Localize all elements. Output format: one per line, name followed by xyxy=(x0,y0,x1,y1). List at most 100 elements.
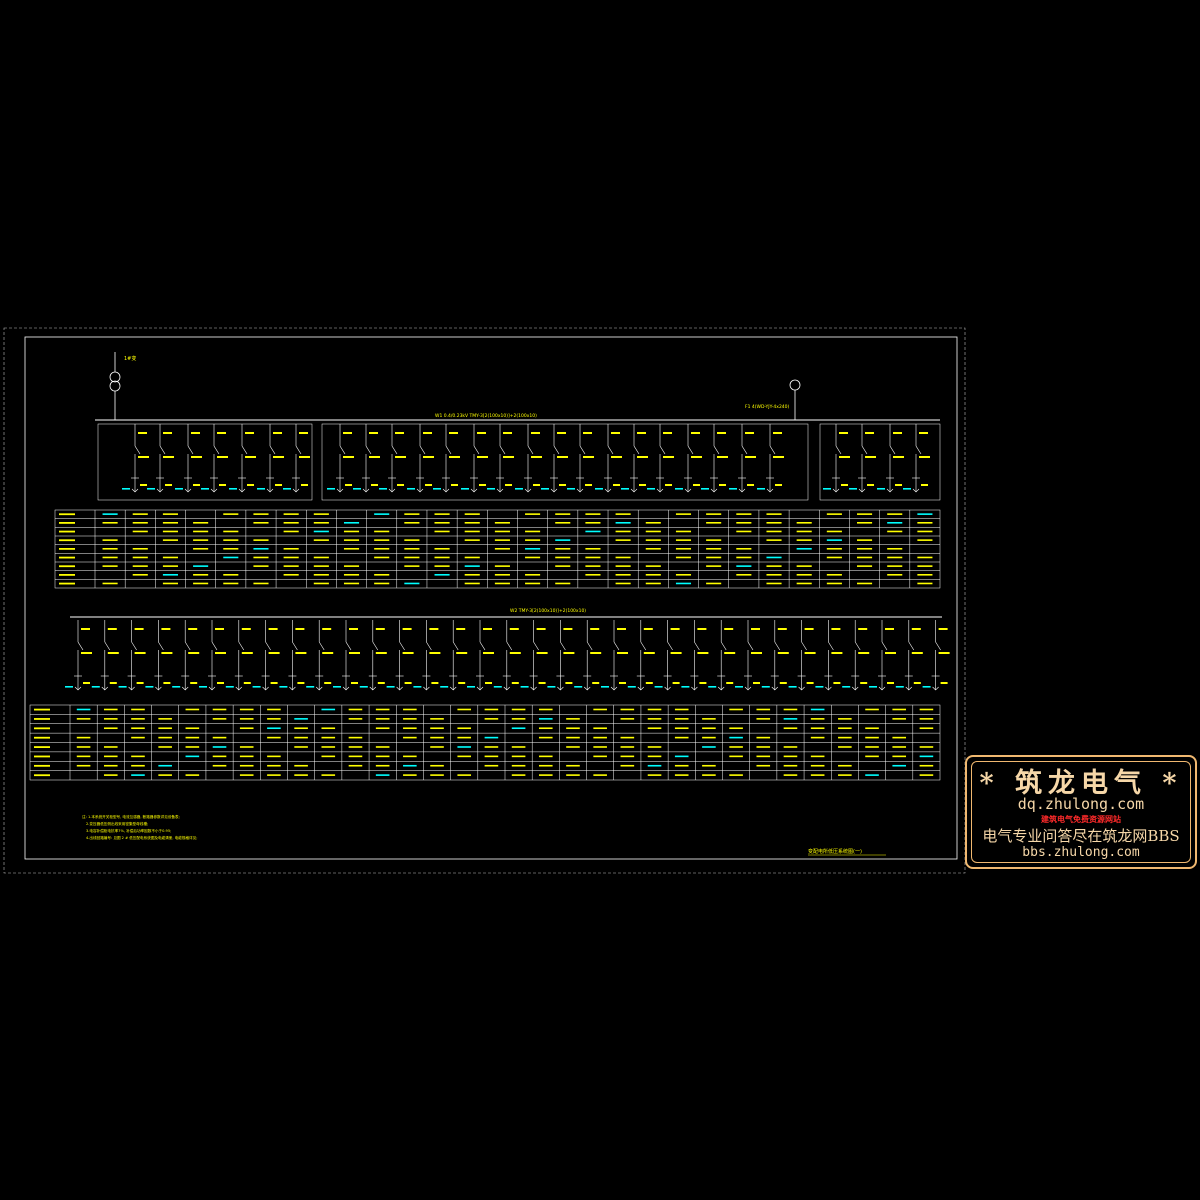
feeder-arrow xyxy=(604,488,612,493)
feeder-label-mark xyxy=(215,652,226,654)
lower-table-cell-mark xyxy=(103,764,118,767)
feeder-label-mark xyxy=(691,432,700,434)
feeder-label-mark-cyan xyxy=(386,686,395,688)
feeder-label-mark xyxy=(351,682,358,684)
upper-table-cell-mark xyxy=(675,556,692,559)
upper-table-cell-mark xyxy=(253,548,269,550)
breaker-contact xyxy=(134,445,141,455)
feeder-label-mark xyxy=(402,628,412,630)
feeder-circuit xyxy=(127,620,137,691)
lower-table-cell-mark xyxy=(647,764,662,767)
feeder-arrow xyxy=(496,488,504,493)
feeder-label-mark xyxy=(299,456,310,458)
upper-table-row-header xyxy=(59,548,75,550)
upper-table-row-header xyxy=(59,556,75,559)
lower-table-cell-mark xyxy=(76,708,91,711)
lower-table-cell-mark xyxy=(647,746,662,748)
feeder-label-mark-cyan xyxy=(279,686,288,688)
lower-table-cell-mark xyxy=(810,774,825,776)
feeder-label-mark xyxy=(583,456,594,458)
upper-table-cell-mark xyxy=(223,582,239,585)
upper-table-cell-mark xyxy=(796,522,812,524)
lower-table-cell-mark xyxy=(919,727,934,730)
feeder-label-mark xyxy=(505,484,512,486)
feeder-label-mark xyxy=(913,682,921,684)
upper-table-row-header xyxy=(59,565,75,568)
upper-table-cell-mark xyxy=(796,574,812,576)
feeder-circuit xyxy=(74,620,84,691)
upper-table-cell-mark xyxy=(253,565,269,567)
lower-table-cell-mark xyxy=(403,774,417,776)
feeder-label-mark xyxy=(247,484,254,486)
upper-table-cell-mark xyxy=(555,548,571,550)
feeder-label-mark xyxy=(343,432,352,434)
feeder-labels xyxy=(122,432,149,490)
lower-table-cell-mark xyxy=(538,755,553,758)
lower-table-cell-mark xyxy=(783,718,798,720)
upper-table-row-header xyxy=(59,513,75,516)
lower-table-cell-mark xyxy=(103,774,118,776)
feeder-arrow xyxy=(208,686,216,691)
upper-table-cell-mark xyxy=(675,548,692,550)
feeder-circuit xyxy=(858,424,868,493)
lower-table-cell-mark xyxy=(810,727,825,730)
lower-table-cell-mark xyxy=(892,736,907,739)
feeder-label-mark-cyan xyxy=(815,686,824,688)
lower-table-cell-mark xyxy=(185,755,200,758)
breaker-contact xyxy=(104,641,111,651)
feeder-label-mark-cyan xyxy=(621,488,629,490)
upper-table-cell-mark xyxy=(464,582,480,585)
feeder-labels xyxy=(547,628,575,688)
feeder-label-mark xyxy=(839,432,848,434)
feeder-circuit xyxy=(824,620,834,691)
lower-table-cell-mark xyxy=(593,746,607,748)
upper-table-cell-mark xyxy=(162,539,178,541)
lower-table-cell-mark xyxy=(783,727,798,730)
watermark-bbs-url: bbs.zhulong.com xyxy=(1022,845,1140,860)
feeder-label-mark xyxy=(717,456,728,458)
note-1: 注: 1.本系统开关柜型号, 电流互感器, 断路器参数详见设备表; xyxy=(82,814,180,819)
lower-table-cell-mark xyxy=(729,746,743,748)
feeder-labels xyxy=(541,432,568,490)
breaker-contact xyxy=(935,641,941,651)
feeder-arrow xyxy=(583,686,591,691)
lower-table-cell-mark xyxy=(756,718,771,720)
lower-table-cell-mark xyxy=(403,755,417,758)
lower-table-cell-mark xyxy=(810,755,825,758)
lower-table-cell-mark xyxy=(212,755,227,758)
upper-table-cell-mark xyxy=(494,548,510,550)
feeder-label-mark xyxy=(747,484,754,486)
lower-table-cell-mark xyxy=(865,708,879,711)
feeder-labels xyxy=(922,628,950,688)
upper-table-cell-mark xyxy=(766,565,782,567)
feeder-arrow xyxy=(470,488,478,493)
upper-table-cell-mark xyxy=(404,556,420,559)
feeder-label-mark-cyan xyxy=(515,488,523,490)
lower-table-cell-mark xyxy=(403,718,417,720)
lower-table-cell-mark xyxy=(131,764,145,767)
feeder-label-mark xyxy=(423,432,432,434)
feeder-label-mark-cyan xyxy=(175,488,183,490)
lower-table-cell-mark xyxy=(239,708,254,711)
upper-table-cell-mark xyxy=(313,539,329,541)
upper-table-cell-mark xyxy=(313,513,329,515)
feeder-label-mark xyxy=(831,652,843,654)
feeder-label-mark xyxy=(865,456,876,458)
feeder-circuit xyxy=(336,424,346,493)
lower-table-cell-mark xyxy=(267,708,281,711)
feeder-arrow xyxy=(684,488,692,493)
lower-table-cell-mark xyxy=(267,718,281,720)
feeder-labels xyxy=(621,432,648,490)
upper-table-cell-mark xyxy=(917,574,933,576)
lower-table-cell-mark xyxy=(919,708,934,711)
lower-table-cell-mark xyxy=(756,736,771,739)
breaker-contact xyxy=(687,445,694,455)
lower-table-cell-mark xyxy=(76,718,91,720)
upper-table-cell-mark xyxy=(313,556,329,559)
feeder-label-mark xyxy=(865,432,874,434)
upper-table-cell-mark xyxy=(283,522,299,524)
feeder-label-mark xyxy=(693,484,700,486)
feeder-label-mark xyxy=(557,456,568,458)
feeder-circuit xyxy=(684,424,694,493)
feeder-label-mark xyxy=(773,456,784,458)
